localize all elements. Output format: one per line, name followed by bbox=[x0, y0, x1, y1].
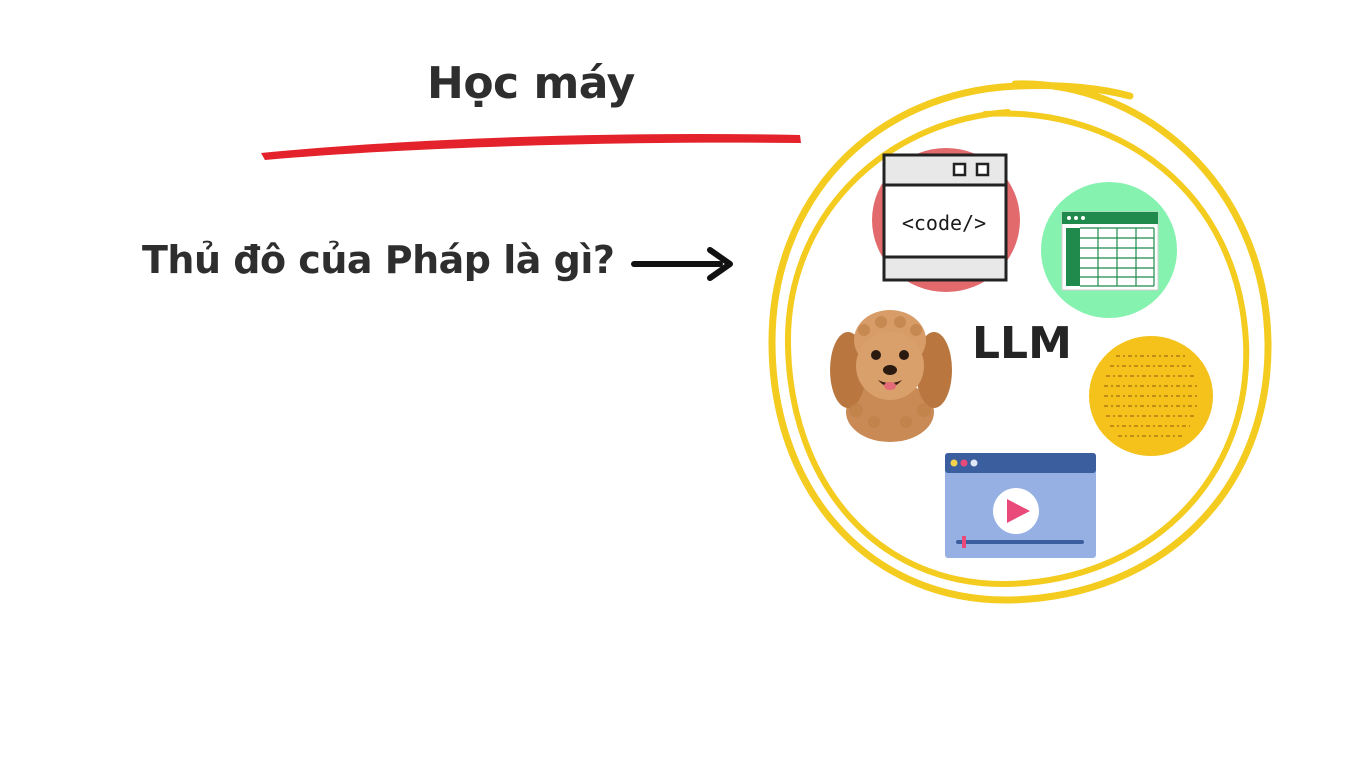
text-document-icon bbox=[1089, 336, 1213, 456]
code-label: <code/> bbox=[901, 211, 987, 235]
dog-image bbox=[830, 310, 952, 442]
llm-circle bbox=[768, 80, 1272, 604]
slide-title: Học máy bbox=[427, 58, 635, 109]
question-text: Thủ đô của Pháp là gì? bbox=[142, 238, 615, 282]
llm-label: LLM bbox=[972, 318, 1072, 369]
title-underline bbox=[261, 133, 801, 160]
arrow-right-icon bbox=[631, 247, 733, 281]
spreadsheet-icon bbox=[1041, 182, 1177, 318]
video-player-icon bbox=[945, 453, 1096, 558]
code-window-icon bbox=[872, 148, 1020, 292]
